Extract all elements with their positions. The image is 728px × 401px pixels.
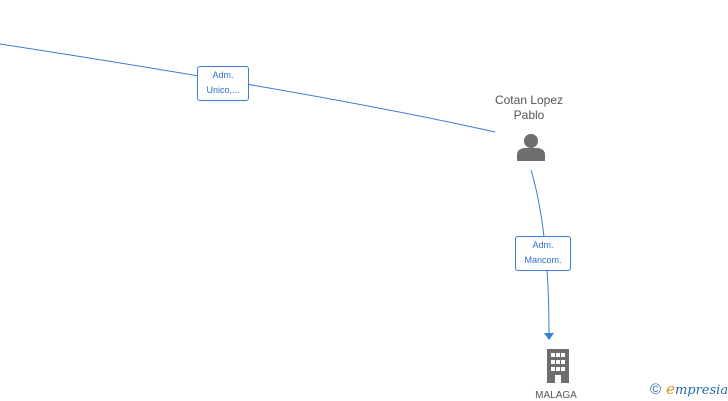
person-name-line: Pablo (513, 108, 545, 122)
building-icon[interactable] (543, 349, 573, 385)
edge-label-adm-unico[interactable]: Adm. Unico,... (197, 66, 249, 101)
brand-logo: empresia (666, 380, 728, 398)
edge-label-line: Mancom. (524, 255, 562, 265)
company-node-label[interactable]: MALAGA (535, 390, 577, 401)
edge-line-incoming (0, 43, 496, 133)
edge-label-line: Adm. (212, 70, 234, 80)
edge-label-line: Adm. (532, 240, 554, 250)
person-icon[interactable] (516, 132, 546, 162)
copyright-icon: © (650, 380, 662, 398)
person-name-line: Cotan Lopez (494, 93, 564, 107)
empresia-watermark: © empresia (650, 378, 728, 400)
edge-label-line: Unico,... (206, 85, 240, 95)
person-node-label[interactable]: Cotan Lopez Pablo (478, 93, 580, 123)
arrowhead (544, 333, 554, 340)
edge-label-adm-mancom[interactable]: Adm. Mancom. (515, 236, 571, 271)
